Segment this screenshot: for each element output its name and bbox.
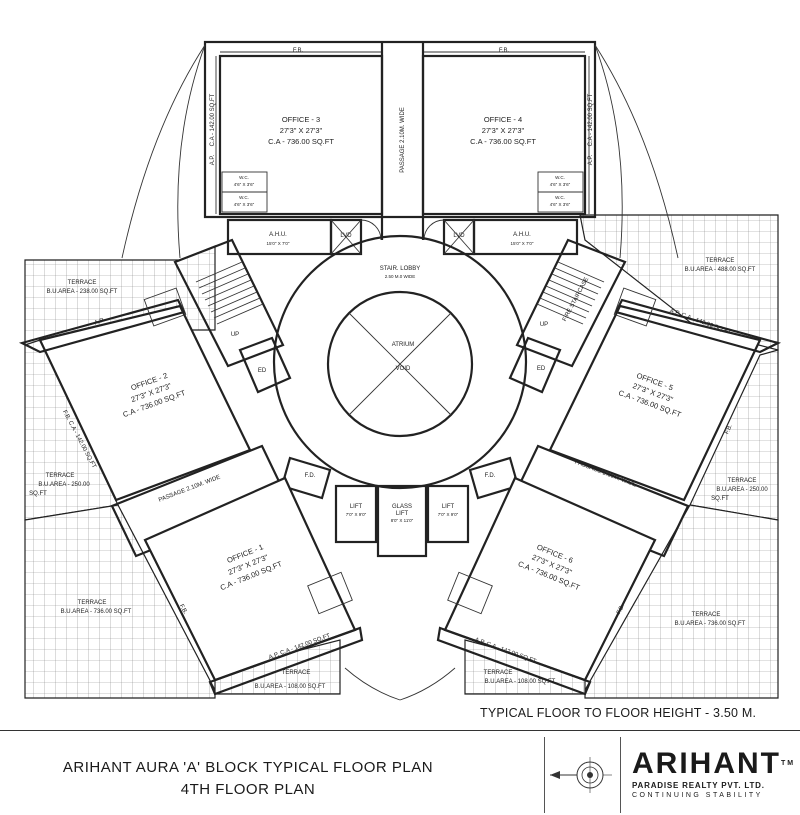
wc-label: W.C. [239, 175, 249, 180]
ca-142-right-label: C.A - 142.00 SQ.FT [588, 93, 594, 146]
ap-top-left-label: A.P. [94, 317, 106, 326]
ahu-right-label: A.H.U. [513, 232, 531, 238]
terrace-tl-title: TERRACE [68, 280, 97, 286]
brand-trademark: TM [781, 760, 796, 767]
passage-vertical-label: PASSAGE 2.10M. WIDE [400, 107, 406, 173]
terrace-ml-title: TERRACE [46, 473, 75, 479]
brand-company: PARADISE REALTY PVT. LTD. [632, 781, 765, 790]
fb-bottom-right-label: F.B. [616, 603, 626, 615]
terrace-br-title: TERRACE [692, 612, 721, 618]
terrace-bl-area: B.U.AREA - 736.00 SQ.FT [61, 609, 132, 615]
top-wing [121, 40, 679, 259]
office-4-name: OFFICE - 4 [484, 115, 522, 124]
floor-plan-drawing: F.B. F.B. C.A - 142.00 SQ.FT C.A - 142.0… [18, 40, 782, 701]
bottom-wings [143, 476, 657, 701]
terrace-mr-area: B.U.AREA - 250.00 [716, 487, 768, 493]
stair-up-left: UP [231, 332, 239, 338]
fire-staircase-label: FIRE STAIRCASE [562, 277, 590, 323]
ca-142-left-label: C.A - 142.00 SQ.FT [210, 93, 216, 146]
terrace-mr-title: TERRACE [728, 478, 757, 484]
fb-right-label: F.B. [724, 423, 734, 435]
terrace-bcr-title: TERRACE [484, 670, 513, 676]
ahu-right-size: 15'0" X 7'0" [511, 241, 534, 246]
terrace-tl-area: B.U.AREA - 238.00 SQ.FT [47, 289, 118, 295]
lift-right-size: 7'0" X 9'0" [438, 512, 459, 517]
stair-up-right: UP [540, 322, 548, 328]
terrace-ml-unit: SQ.FT [29, 491, 47, 497]
glass-lift-label-2: LIFT [396, 511, 409, 517]
terrace-areas [24, 214, 779, 699]
drawing-subtitle: 4TH FLOOR PLAN [180, 781, 316, 798]
lift-left-label: LIFT [350, 504, 363, 510]
office-4-area: C.A - 736.00 SQ.FT [470, 137, 536, 146]
wc-size-label: 4'6" X 3'6" [550, 202, 571, 207]
fb-label-top-right: F.B. [499, 48, 510, 54]
glass-lift-label: GLASS [392, 504, 412, 510]
floor-height-note: TYPICAL FLOOR TO FLOOR HEIGHT - 3.50 M. [480, 706, 757, 720]
fd-left-label: F.D. [305, 473, 316, 479]
stair-lobby-size: 2.50 M.0 WIDE [385, 274, 416, 279]
lift-right-label: LIFT [442, 504, 455, 510]
office-3-name: OFFICE - 3 [282, 115, 320, 124]
terrace-bcl-area: B.U.AREA - 108.00 SQ.FT [255, 684, 326, 690]
wc-label: W.C. [555, 175, 565, 180]
drawing-title: ARIHANT AURA 'A' BLOCK TYPICAL FLOOR PLA… [62, 759, 434, 776]
north-compass-icon [550, 757, 612, 793]
lift-left-size: 7'0" X 9'0" [346, 512, 367, 517]
terrace-tr-title: TERRACE [706, 258, 735, 264]
lvd-left-label: LVD [340, 233, 352, 239]
office-3-area: C.A - 736.00 SQ.FT [268, 137, 334, 146]
fd-right-label: F.D. [485, 473, 496, 479]
office-4-room [421, 54, 587, 216]
terrace-bcr-area: B.U.AREA - 108.00 SQ.FT [485, 679, 556, 685]
terrace-mr-unit: SQ.FT [711, 496, 729, 502]
title-divider [620, 737, 621, 813]
ed-right-label: ED [537, 366, 546, 372]
right-wing [508, 238, 782, 558]
brand-logo: ARIHANTTM PARADISE REALTY PVT. LTD. CONT… [632, 747, 796, 800]
terrace-tr-area: B.U.AREA - 488.00 SQ.FT [685, 267, 756, 273]
stair-lobby-label: STAIR. LOBBY [380, 266, 421, 272]
office-3-size: 27'3" X 27'3" [280, 126, 323, 135]
office-5-room [548, 304, 762, 502]
lvd-right-label: LVD [453, 233, 465, 239]
brand-name: ARIHANT [632, 747, 781, 780]
terrace-bcl-title: TERRACE [282, 670, 311, 676]
terrace-ml-area: B.U.AREA - 250.00 [38, 482, 90, 488]
title-divider [544, 737, 545, 813]
wc-size-label: 4'6" X 3'6" [234, 202, 255, 207]
brand-tagline: CONTINUING STABILITY [632, 792, 763, 799]
ed-left-label: ED [258, 368, 267, 374]
wc-label: W.C. [239, 195, 249, 200]
ap-label-right: A.P. [588, 154, 594, 165]
title-block: ARIHANT AURA 'A' BLOCK TYPICAL FLOOR PLA… [0, 730, 800, 815]
wc-size-label: 4'6" X 3'6" [550, 182, 571, 187]
fb-label-top-left: F.B. [293, 48, 304, 54]
office-4-size: 27'3" X 27'3" [482, 126, 525, 135]
terrace-bl-title: TERRACE [78, 600, 107, 606]
ahu-left-size: 15'0" X 7'0" [267, 241, 290, 246]
ap-label-left: A.P. [210, 154, 216, 165]
ahu-left-label: A.H.U. [269, 232, 287, 238]
wc-size-label: 4'6" X 3'6" [234, 182, 255, 187]
wc-label: W.C. [555, 195, 565, 200]
central-core [272, 234, 528, 558]
glass-lift-size: 8'0" X 11'0" [391, 518, 414, 523]
fb-bottom-left-label: F.B. [178, 604, 188, 616]
terrace-br-area: B.U.AREA - 736.00 SQ.FT [675, 621, 746, 627]
void-label: VOID [396, 366, 411, 372]
office-3-room [218, 54, 384, 216]
atrium-label: ATRIUM [392, 342, 415, 348]
